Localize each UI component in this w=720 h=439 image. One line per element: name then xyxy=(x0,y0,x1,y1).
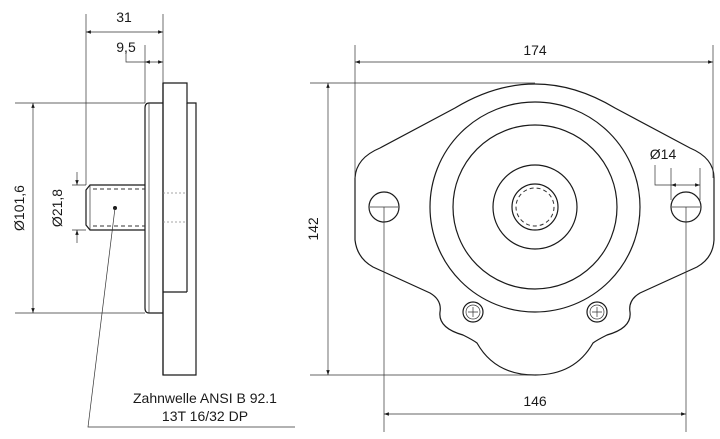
flange-contour xyxy=(354,83,715,376)
dim-31: 31 xyxy=(116,9,132,25)
dim-9-5: 9,5 xyxy=(116,39,136,55)
side-view: Zahnwelle ANSI B 92.1 13T 16/32 DP 31 9,… xyxy=(11,9,295,428)
front-view: 174 142 146 Ø14 xyxy=(305,42,715,432)
bolt-left xyxy=(462,301,484,323)
spline-shaft xyxy=(511,183,559,231)
bolt-right xyxy=(586,301,608,323)
shaft-note-leader xyxy=(87,207,295,428)
dim-101-6: Ø101,6 xyxy=(11,185,27,231)
dim-hole-14: Ø14 xyxy=(650,146,677,162)
shaft-note-line1: Zahnwelle ANSI B 92.1 xyxy=(133,390,277,406)
dim-146: 146 xyxy=(523,393,547,409)
dim-142: 142 xyxy=(305,217,321,241)
dim-21-8: Ø21,8 xyxy=(49,189,65,227)
shaft-outline xyxy=(85,184,145,231)
pilot-outline xyxy=(144,102,163,314)
flange-outline xyxy=(162,82,197,376)
dim-174: 174 xyxy=(523,42,547,58)
shaft-note-line2: 13T 16/32 DP xyxy=(162,408,248,424)
